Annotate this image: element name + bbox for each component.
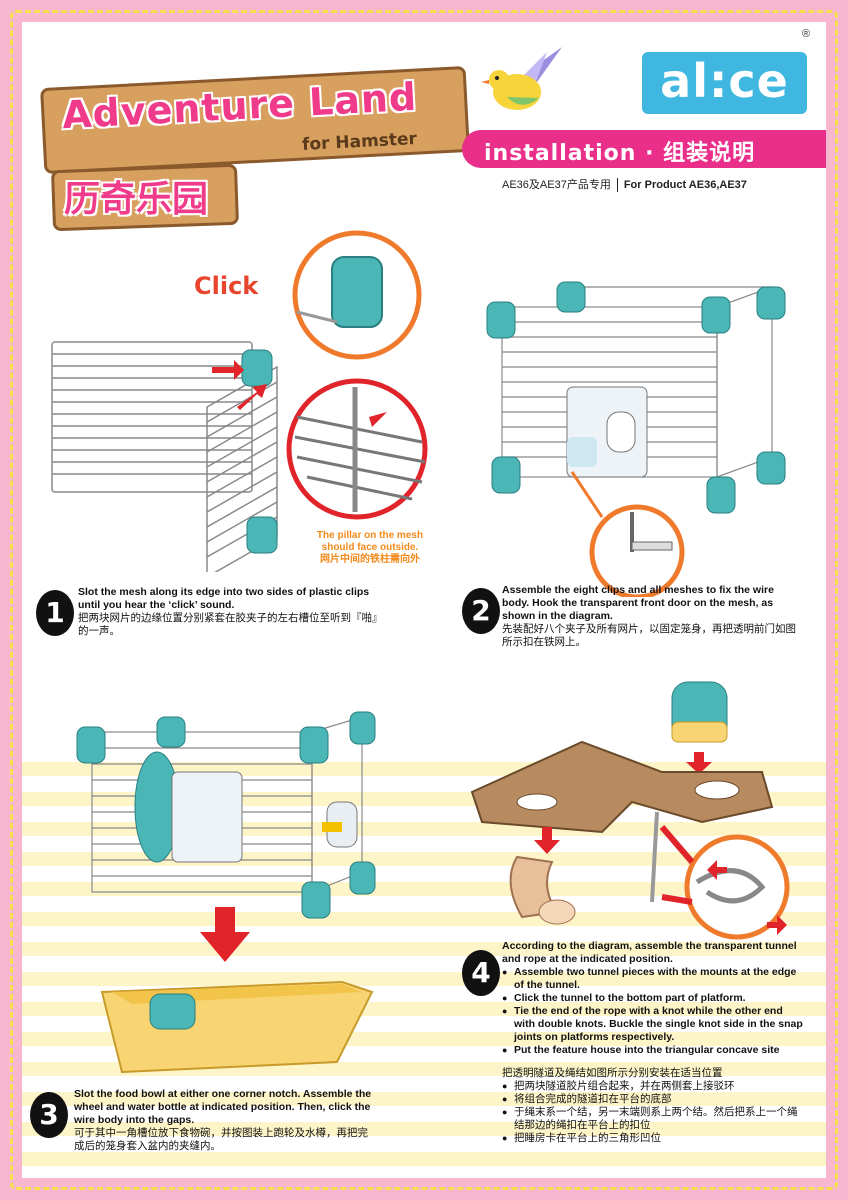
- note-chinese: 网片中间的铁柱需向外: [320, 554, 420, 565]
- step4-cn-bullet: 于绳末系一个结，另一末端则系上两个结。然后把系上一个绳结那边的绳扣在平台上的扣位: [502, 1106, 804, 1132]
- title-chinese: 历奇乐园: [64, 178, 209, 219]
- dashed-border: [10, 10, 838, 1190]
- step1-mesh-illustration: [51, 341, 278, 572]
- separator: [616, 178, 618, 193]
- step4-cn-bullet: 把睡房卡在平台上的三角形凹位: [502, 1132, 804, 1145]
- step3-cage-base-illustration: [76, 711, 376, 1074]
- step3-english: Slot the food bowl at either one corner …: [74, 1088, 372, 1126]
- step4-platform-illustration: [470, 681, 790, 940]
- step2-text: Assemble the eight clips and all meshes …: [502, 584, 802, 649]
- step1-zoom-circles: [286, 230, 428, 520]
- step2-cage-illustration: [486, 281, 786, 597]
- step1-note: The pillar on the mesh should face outsi…: [300, 530, 440, 566]
- step4-chinese-list: 把两块隧道胶片组合起来，并在两侧套上接驳环 将组合完成的隧道扣在平台的底部 于绳…: [502, 1080, 804, 1145]
- step3-number: 3: [30, 1092, 68, 1138]
- click-label: Click: [194, 272, 259, 300]
- step4-text: According to the diagram, assemble the t…: [502, 940, 804, 1145]
- step2-english: Assemble the eight clips and all meshes …: [502, 584, 774, 622]
- step1-number: 1: [36, 590, 74, 636]
- product-en: For Product AE36,AE37: [623, 179, 747, 191]
- product-line: AE36及AE37产品专用 For Product AE36,AE37: [502, 176, 747, 193]
- step2-chinese: 先装配好八个夹子及所有网片，以固定笼身，再把透明前门如图所示扣在铁网上。: [502, 623, 796, 648]
- bird-logo-icon: [481, 47, 562, 110]
- step4-en-bullet: Click the tunnel to the bottom part of p…: [502, 992, 804, 1005]
- step2-number: 2: [462, 588, 500, 634]
- step4-en-bullet: Tie the end of the rope with a knot whil…: [502, 1005, 804, 1044]
- brand-logo: al:ce: [642, 52, 807, 114]
- installation-banner: installation · 组装说明: [462, 130, 826, 168]
- registered-mark: ®: [802, 28, 811, 40]
- step1-chinese: 把两块网片的边缘位置分别紧套在胶夹子的左右槽位至听到『啪』的一声。: [78, 612, 378, 637]
- step4-cn-bullet: 将组合完成的隧道扣在平台的底部: [502, 1093, 804, 1106]
- step4-chinese-intro: 把透明隧道及绳结如图所示分别安装在适当位置: [502, 1067, 723, 1079]
- step4-number: 4: [462, 950, 500, 996]
- product-cn: AE36及AE37产品专用: [502, 179, 611, 191]
- step4-english-list: Assemble two tunnel pieces with the moun…: [502, 966, 804, 1057]
- step4-cn-bullet: 把两块隧道胶片组合起来，并在两侧套上接驳环: [502, 1080, 804, 1093]
- installation-label: installation · 组装说明: [484, 141, 756, 166]
- step3-text: Slot the food bowl at either one corner …: [74, 1088, 374, 1153]
- note-english: The pillar on the mesh should face outsi…: [316, 530, 424, 553]
- step4-english-intro: According to the diagram, assemble the t…: [502, 940, 797, 965]
- step4-en-bullet: Put the feature house into the triangula…: [502, 1044, 804, 1057]
- step3-chinese: 可于其中一角槽位放下食物碗，并按图装上跑轮及水樽，再把完成后的笼身套入盆内的夹缝…: [74, 1127, 368, 1152]
- step1-text: Slot the mesh along its edge into two si…: [78, 586, 378, 638]
- instruction-sheet: Adventure Land for Hamster 历奇乐园 ® al:ce …: [22, 22, 826, 1178]
- step4-en-bullet: Assemble two tunnel pieces with the moun…: [502, 966, 804, 992]
- step1-english: Slot the mesh along its edge into two si…: [78, 586, 370, 611]
